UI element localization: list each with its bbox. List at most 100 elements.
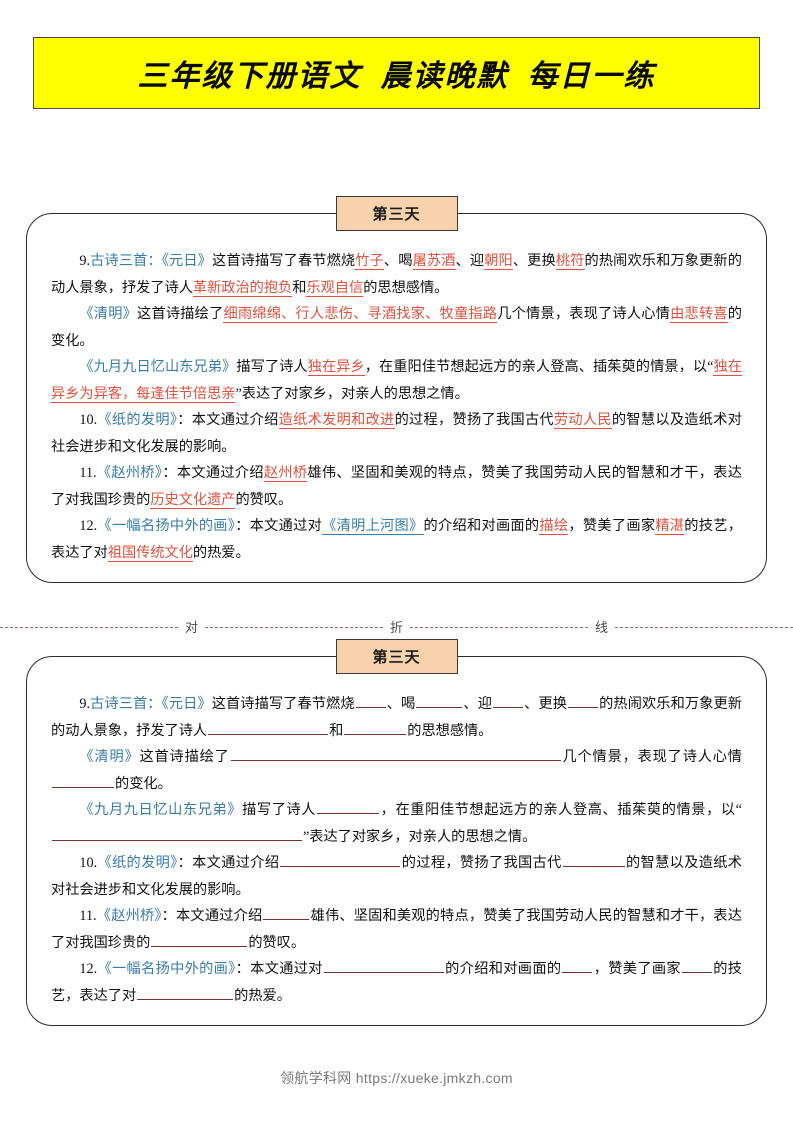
q12-number: 12. [79, 961, 98, 977]
q12-text-1: ：本文通过对 [235, 518, 323, 534]
q9-text-5: 的热闹欢乐和万象更新的动人景象，抒发了诗人 [51, 696, 742, 739]
q9b-answer-2: 由悲转喜 [670, 306, 728, 323]
q12-answer-3: 精湛 [655, 518, 685, 535]
q9-text-1: 这首诗描写了春节燃烧 [211, 696, 355, 712]
q10-blank-1[interactable] [280, 851, 401, 867]
q9c-blank-1[interactable] [317, 798, 380, 814]
q9-blank-2[interactable] [416, 692, 463, 708]
q9c-text-2: ，在重阳佳节想起远方的亲人登高、插茱萸的情景，以“ [380, 802, 742, 818]
q9c-text-1: 描写了诗人 [236, 359, 308, 375]
q9-number: 9. [79, 253, 91, 269]
q11-blank-1[interactable] [263, 904, 310, 920]
q9-blank-5[interactable] [208, 719, 329, 735]
q9c-text-2: ，在重阳佳节想起远方的亲人登高、插茱萸的情景，以“ [364, 359, 714, 375]
q9-text-3: 、迎 [463, 696, 493, 712]
q11-text-1: ：本文通过介绍 [162, 465, 264, 481]
q9-answer-4: 桃符 [555, 253, 585, 270]
fold-line-segment [0, 626, 178, 628]
q10-text-1: ：本文通过介绍 [177, 412, 279, 428]
day-badge-answers: 第三天 [335, 196, 458, 231]
q12-answer-2: 描绘 [539, 518, 569, 535]
question-12: 12.《一幅名扬中外的画》：本文通过对的介绍和对画面的，赞美了画家的技艺，表达了… [51, 956, 742, 1009]
q9b-blank-1[interactable] [230, 745, 561, 761]
q12-number: 12. [79, 518, 98, 534]
q9-answer-6: 乐观自信 [306, 279, 364, 297]
q9-blank-3[interactable] [493, 692, 524, 708]
footer-watermark: 领航学科网 https://xueke.jmkzh.com [280, 1070, 513, 1086]
q9c-poem-jiuyue: 《九月九日忆山东兄弟》 [79, 802, 243, 818]
question-9c: 《九月九日忆山东兄弟》描写了诗人独在异乡，在重阳佳节想起远方的亲人登高、插茱萸的… [51, 354, 742, 407]
q11-answer-1: 赵州桥 [263, 465, 308, 482]
q9b-blank-2[interactable] [52, 772, 114, 788]
q9-text-4: 、更换 [512, 253, 556, 269]
q9-text-5: 的热闹欢乐和万象更新的动人景象，抒发了诗人 [51, 253, 742, 296]
q12-answer-4: 祖国传统文化 [107, 544, 193, 562]
q9-number: 9. [79, 696, 91, 712]
q10-text-2: 的过程，赞扬了我国古代 [394, 412, 554, 428]
q9b-text-2: 几个情景，表现了诗人心情 [561, 749, 742, 765]
q11-text-1: ：本文通过介绍 [161, 908, 263, 924]
q9-title: 古诗三首： [90, 253, 162, 269]
q9-blank-6[interactable] [344, 719, 407, 735]
day-badge-label: 第三天 [372, 207, 421, 223]
q10-answer-2: 劳动人民 [553, 412, 612, 429]
q10-text-2: 的过程，赞扬了我国古代 [401, 855, 562, 871]
question-9b: 《清明》这首诗描绘了细雨绵绵、行人悲伤、寻酒找家、牧童指路几个情景，表现了诗人心… [51, 301, 742, 354]
page-title: 三年级下册语文 晨读晚默 每日一练 [137, 60, 656, 93]
day-badge-blanks: 第三天 [335, 639, 458, 674]
q9b-text-1: 这首诗描绘了 [137, 306, 224, 322]
q10-blank-2[interactable] [562, 851, 625, 867]
q12-text-4: 的技艺，表达了对 [51, 961, 742, 1004]
question-10: 10.《纸的发明》：本文通过介绍的过程，赞扬了我国古代的智慧以及造纸术对社会进步… [51, 850, 742, 903]
q9b-answer-1: 细雨绵绵、行人悲伤、寻酒找家、牧童指路 [223, 306, 498, 323]
q12-text-2: 的介绍和对画面的 [423, 518, 540, 534]
q12-text-2: 的介绍和对画面的 [444, 961, 562, 977]
q11-blank-2[interactable] [151, 931, 248, 947]
q9-answer-2: 屠苏酒 [412, 253, 456, 270]
q12-answer-1: 《清明上河图》 [322, 518, 424, 535]
q9b-text-3: 的变化。 [51, 306, 742, 349]
q11-answer-2: 历史文化遗产 [150, 491, 236, 509]
q9-text-2: 、喝 [383, 253, 413, 269]
q12-blank-2[interactable] [562, 957, 593, 973]
q9-poem-yuanri: 《元日》 [161, 696, 212, 712]
q12-blank-3[interactable] [681, 957, 712, 973]
q12-text-3: ，赞美了画家 [593, 961, 681, 977]
fold-line-segment [410, 626, 588, 628]
q11-text-2: 雄伟、坚固和美观的特点，赞美了我国劳动人民的智慧和才干，表达了对我国珍贵的 [51, 465, 742, 508]
q9-blank-4[interactable] [568, 692, 599, 708]
q11-text-3: 的赞叹。 [248, 934, 306, 951]
section-answers-body: 9.古诗三首：《元日》这首诗描写了春节燃烧竹子、喝屠苏酒、迎朝阳、更换桃符的热闹… [27, 214, 766, 576]
q11-number: 11. [79, 465, 97, 481]
q9c-blank-2[interactable] [52, 825, 302, 841]
title-banner: 三年级下册语文 晨读晚默 每日一练 [33, 37, 760, 109]
q9-text-2: 、喝 [386, 696, 416, 712]
q9b-poem-qingming: 《清明》 [79, 749, 140, 765]
q9b-text-1: 这首诗描绘了 [139, 749, 230, 765]
q11-number: 11. [79, 908, 97, 924]
q12-text-1: ：本文通过对 [235, 961, 323, 977]
question-9c: 《九月九日忆山东兄弟》描写了诗人，在重阳佳节想起远方的亲人登高、插茱萸的情景，以… [51, 797, 742, 850]
fold-line-segment [205, 626, 383, 628]
q11-title: 《赵州桥》 [96, 908, 162, 924]
q9-text-7: 的思想感情。 [363, 279, 449, 296]
q12-title: 《一幅名扬中外的画》 [97, 518, 236, 534]
q9-text-3: 、迎 [455, 253, 485, 269]
q9-text-1: 这首诗描写了春节燃烧 [212, 253, 356, 269]
q11-text-3: 的赞叹。 [235, 491, 293, 508]
q9-answer-3: 朝阳 [484, 253, 513, 270]
q9b-poem-qingming: 《清明》 [79, 306, 138, 322]
q12-text-4: 的技艺，表达了对 [51, 518, 742, 561]
q10-number: 10. [79, 855, 98, 871]
q9-text-6: 和 [329, 722, 344, 739]
q9c-answer-1: 独在异乡 [307, 359, 365, 376]
q12-blank-1[interactable] [323, 957, 444, 973]
q12-blank-4[interactable] [137, 984, 234, 1000]
q9c-poem-jiuyue: 《九月九日忆山东兄弟》 [79, 359, 237, 375]
fold-line-segment [615, 626, 793, 628]
q9-blank-1[interactable] [355, 692, 386, 708]
q10-number: 10. [79, 412, 98, 428]
section-blanks-body: 9.古诗三首：《元日》这首诗描写了春节燃烧、喝、迎、更换的热闹欢乐和万象更新的动… [27, 657, 766, 1019]
fold-char-1: 对 [184, 619, 198, 635]
q11-text-2: 雄伟、坚固和美观的特点，赞美了我国劳动人民的智慧和才干，表达了对我国珍贵的 [51, 908, 742, 951]
